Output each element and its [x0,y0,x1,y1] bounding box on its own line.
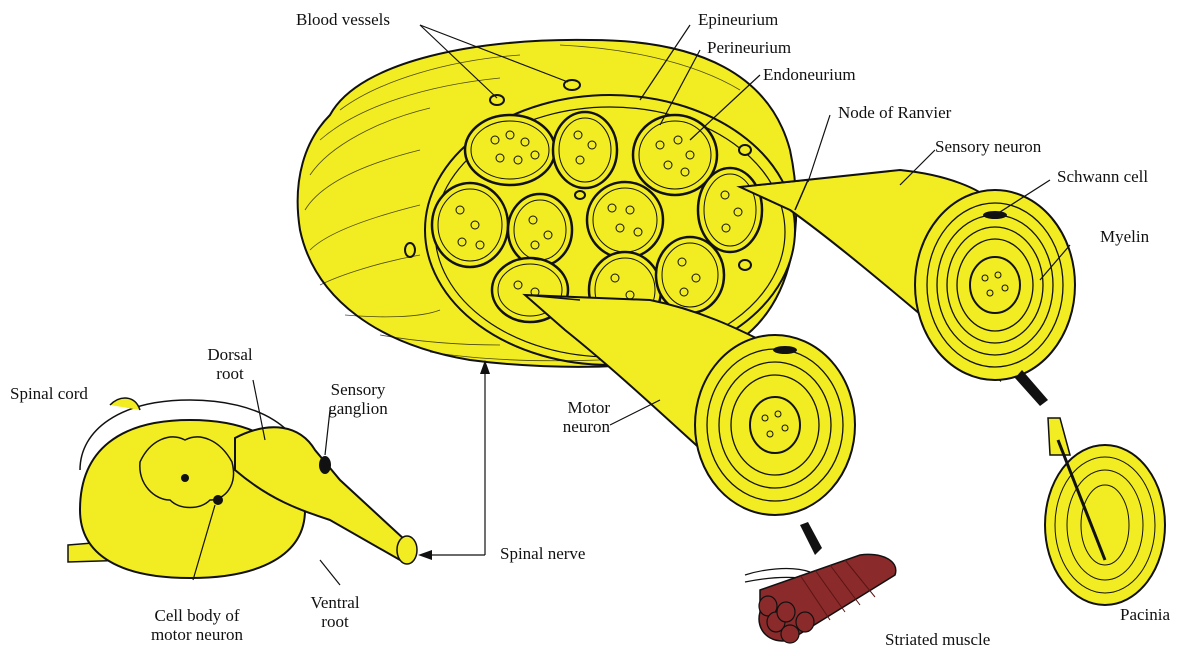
fascicle [698,168,762,252]
label-ventral-root: Ventral root [300,593,370,631]
nerve-cross-section [298,40,797,367]
label-cell-body-motor-neuron: Cell body of motor neuron [132,606,262,644]
arrow-from-pacinian [1015,370,1048,406]
label-schwann-cell: Schwann cell [1057,167,1148,187]
fascicle [587,182,663,258]
label-striated-muscle: Striated muscle [885,630,990,650]
label-node-of-ranvier: Node of Ranvier [838,103,951,123]
label-perineurium: Perineurium [707,38,791,58]
spinal-cord [68,398,417,578]
striated-muscle [745,554,896,643]
fascicle [508,194,572,266]
label-sensory-neuron: Sensory neuron [935,137,1041,157]
arrow-to-muscle [800,522,822,555]
label-myelin: Myelin [1100,227,1149,247]
label-epineurium: Epineurium [698,10,778,30]
fascicle [465,115,555,185]
label-pacinian: Pacinia [1120,605,1170,625]
label-blood-vessels: Blood vessels [296,10,390,30]
label-spinal-cord: Spinal cord [10,384,88,404]
label-dorsal-root: Dorsal root [195,345,265,383]
fascicle [432,183,508,267]
motor-neuron-cell-body [213,495,223,505]
label-endoneurium: Endoneurium [763,65,856,85]
pacinian-corpuscle [1045,418,1165,605]
fascicle [553,112,617,188]
sensory-ganglion-body [319,456,331,474]
label-spinal-nerve: Spinal nerve [500,544,585,564]
label-motor-neuron: Motor neuron [540,398,610,436]
schwann-cell-nucleus [983,211,1007,219]
fascicle [656,237,724,313]
label-sensory-ganglion: Sensory ganglion [318,380,398,418]
